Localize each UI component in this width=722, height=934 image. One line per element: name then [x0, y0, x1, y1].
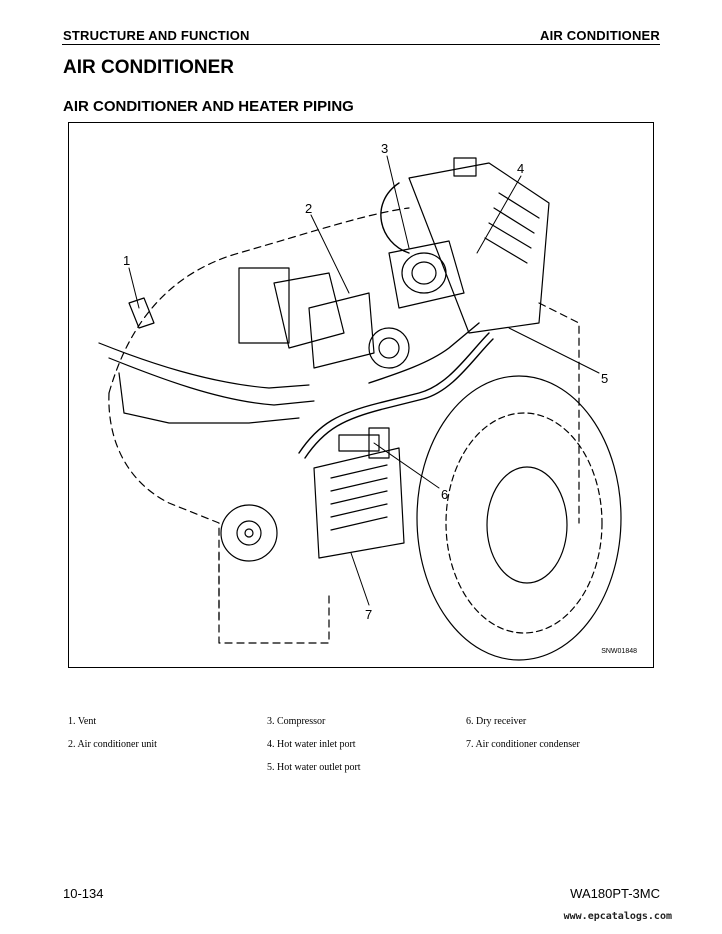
legend-item-2: 2. Air conditioner unit: [68, 739, 157, 750]
callout-2: 2: [305, 201, 312, 216]
body-outline-lower: [108, 392, 220, 624]
legend-item-7: 7. Air conditioner condenser: [466, 739, 580, 750]
header-rule: [62, 44, 660, 45]
radiator: [408, 157, 550, 334]
dry-receiver: [368, 427, 390, 459]
drive-pulley: [220, 504, 278, 562]
body-outline: [108, 207, 410, 394]
legend-item-4: 4. Hot water inlet port: [267, 739, 356, 750]
leader-lines: [128, 155, 600, 606]
vent-duct: [98, 297, 315, 424]
tire: [416, 375, 622, 661]
piping-illustration: 1 2 3 4 5 6 7: [98, 141, 622, 661]
watermark: www.epcatalogs.com: [563, 911, 672, 922]
legend-item-6: 6. Dry receiver: [466, 716, 527, 727]
footer-page-number: 10-134: [63, 886, 104, 901]
legend-item-5: 5. Hot water outlet port: [267, 762, 361, 773]
section-title: AIR CONDITIONER AND HEATER PIPING: [63, 98, 354, 115]
callout-1: 1: [123, 253, 130, 268]
figure-frame: 1 2 3 4 5 6 7 SNW01848: [68, 122, 654, 668]
legend-item-3: 3. Compressor: [267, 716, 326, 727]
callout-3: 3: [381, 141, 388, 156]
callout-5: 5: [601, 371, 608, 386]
compressor: [388, 240, 465, 309]
callout-6: 6: [441, 487, 448, 502]
header-section: STRUCTURE AND FUNCTION: [63, 28, 250, 43]
footer-model: WA180PT-3MC: [570, 886, 660, 901]
figure-code: SNW01848: [601, 648, 637, 655]
condenser: [313, 434, 405, 559]
hoses: [298, 182, 494, 459]
page-title: AIR CONDITIONER: [63, 57, 234, 78]
header-topic: AIR CONDITIONER: [540, 28, 660, 43]
engine-block: [218, 552, 330, 644]
callout-4: 4: [517, 161, 524, 176]
frame-outline: [538, 302, 580, 524]
air-conditioner-unit: [238, 267, 410, 369]
callout-7: 7: [365, 607, 372, 622]
legend-item-1: 1. Vent: [68, 716, 97, 727]
